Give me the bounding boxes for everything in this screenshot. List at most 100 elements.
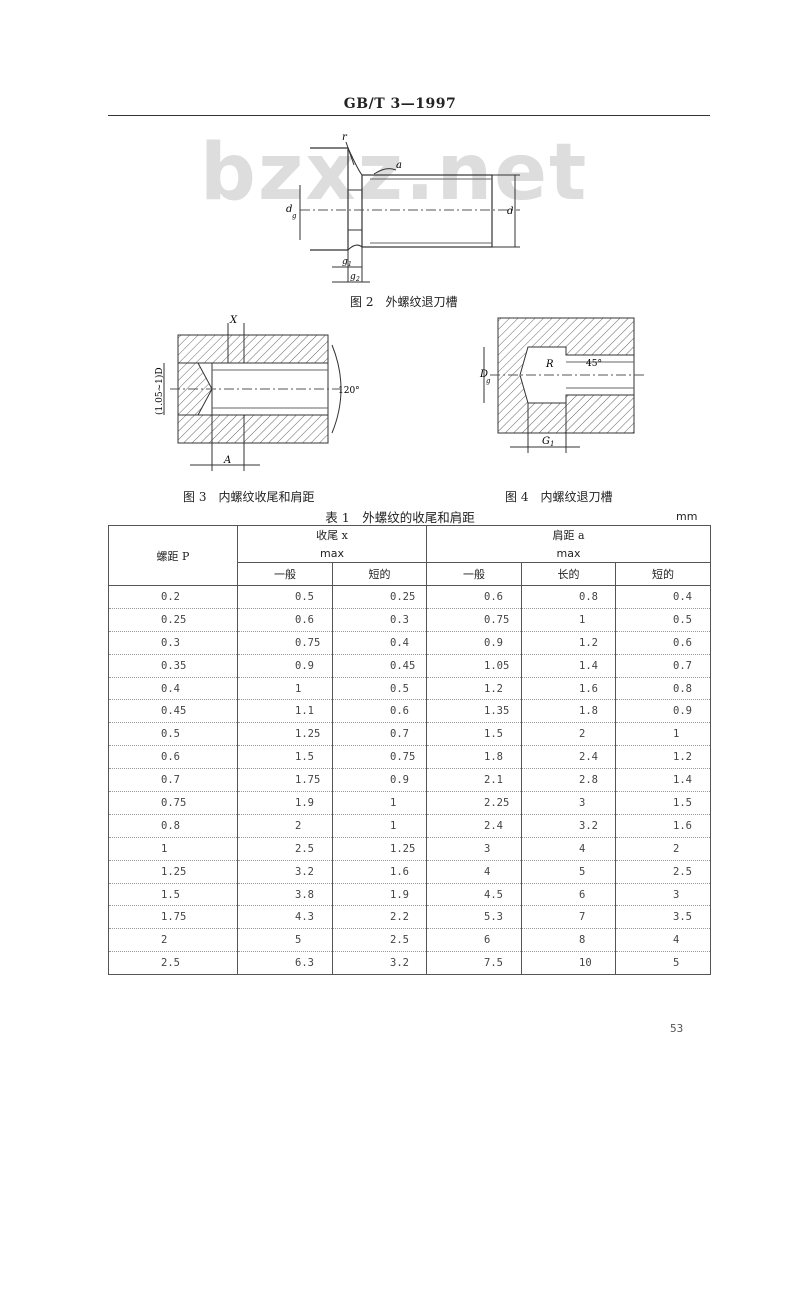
dim-g1-sub: 1 [550, 440, 554, 448]
table-cell: 0.3 [331, 607, 428, 632]
table-cell: 0.6 [108, 745, 238, 770]
table-cell: 0.75 [237, 630, 333, 655]
table-cell: 0.35 [108, 653, 238, 678]
table-cell: 2 [237, 813, 333, 838]
table-cell: 1.35 [426, 699, 523, 724]
document-header: GB/T 3—1997 [343, 96, 457, 112]
table-cell: 6.3 [237, 951, 333, 976]
header-tail-short: 短的 [331, 562, 428, 586]
table-cell: 1.25 [108, 859, 238, 884]
table-cell: 2.4 [521, 745, 617, 770]
table-cell: 1.5 [108, 882, 238, 907]
table-cell: 1.1 [237, 699, 333, 724]
table-cell: 0.25 [108, 607, 238, 632]
table-cell: 1.9 [237, 791, 333, 815]
table-cell: 5 [521, 859, 617, 884]
table-cell: 1.6 [331, 859, 428, 884]
dim-g2-sub: 2 [355, 276, 360, 283]
table-cell: 0.5 [615, 607, 712, 632]
table-cell: 1.2 [521, 630, 617, 655]
table-cell: 1.2 [426, 676, 523, 701]
dim-dg-sub: g [486, 377, 491, 385]
table-cell: 0.2 [108, 585, 238, 609]
header-shoulder-long: 长的 [521, 562, 617, 586]
table-cell: 5 [615, 951, 712, 976]
table-cell: 1.75 [108, 905, 238, 930]
header-shoulder-short: 短的 [615, 562, 712, 586]
table-cell: 2.4 [426, 813, 523, 838]
figure-3-caption: 图 3 内螺纹收尾和肩距 [183, 490, 315, 504]
table-cell: 10 [521, 951, 617, 976]
table-cell: 2.5 [108, 951, 238, 976]
table-cell: 3 [426, 836, 523, 861]
table-cell: 4.3 [237, 905, 333, 930]
figure-2-caption: 图 2 外螺纹退刀槽 [350, 295, 458, 309]
table-cell: 3.2 [237, 859, 333, 884]
table-cell: 0.4 [615, 585, 712, 609]
table-cell: 1.6 [615, 813, 712, 838]
table-cell: 2.1 [426, 768, 523, 793]
radius-r-label: R [545, 359, 554, 370]
table-cell: 1.6 [521, 676, 617, 701]
table-cell: 7 [521, 905, 617, 930]
table-cell: 3.8 [237, 882, 333, 907]
table-cell: 1.8 [521, 699, 617, 724]
header-rule [108, 115, 710, 116]
table-cell: 1 [331, 791, 428, 815]
table-cell: 0.8 [615, 676, 712, 701]
table-cell: 1.9 [331, 882, 428, 907]
table-cell: 1.5 [426, 722, 523, 747]
table-cell: 0.7 [108, 768, 238, 793]
table-cell: 1.5 [615, 791, 712, 815]
table-cell: 3.5 [615, 905, 712, 930]
table-title: 表 1 外螺纹的收尾和肩距 [325, 510, 475, 525]
table-cell: 1.25 [331, 836, 428, 861]
angle-a-label: a [396, 160, 402, 171]
table-cell: 1 [331, 813, 428, 838]
table-cell: 2.5 [237, 836, 333, 861]
table-cell: 0.6 [426, 585, 523, 609]
table-cell: 1.05 [426, 653, 523, 678]
table-cell: 2.8 [521, 768, 617, 793]
table-cell: 3 [615, 882, 712, 907]
table-cell: 1.8 [426, 745, 523, 770]
table-cell: 0.9 [615, 699, 712, 724]
dim-diameter-label: (1.05~1)D [154, 367, 165, 415]
page-number: 53 [670, 1022, 684, 1035]
table-cell: 0.45 [108, 699, 238, 724]
table-cell: 0.75 [331, 745, 428, 770]
table-cell: 0.25 [331, 585, 428, 609]
header-pitch: 螺距 P [108, 525, 238, 586]
table-cell: 0.5 [331, 676, 428, 701]
dim-x-label: X [229, 315, 238, 326]
table-cell: 6 [426, 928, 523, 953]
header-shoulder-max: max [426, 544, 712, 563]
table-cell: 0.9 [237, 653, 333, 678]
figure-2-external-thread-undercut: d d g r a g 1 g 2 [286, 132, 520, 283]
header-tail: 收尾 x [236, 525, 428, 544]
dim-dg-label: d [286, 204, 292, 215]
dim-g1-label: g [342, 257, 348, 267]
table-cell: 0.3 [108, 630, 238, 655]
figure-4-caption: 图 4 内螺纹退刀槽 [505, 490, 613, 504]
table-cell: 0.7 [331, 722, 428, 747]
table-cell: 0.75 [108, 791, 238, 815]
figure-3-internal-thread-runout: X (1.05~1)D 120° A [154, 315, 360, 471]
table-cell: 1.2 [615, 745, 712, 770]
table-cell: 1.5 [237, 745, 333, 770]
table-cell: 2 [615, 836, 712, 861]
thread-runout-table: 螺距 P 收尾 x 肩距 a max max 一般 短的 一般 长的 短的 0.… [108, 525, 712, 976]
table-cell: 1 [108, 836, 238, 861]
table-cell: 1 [237, 676, 333, 701]
table-cell: 2 [521, 722, 617, 747]
